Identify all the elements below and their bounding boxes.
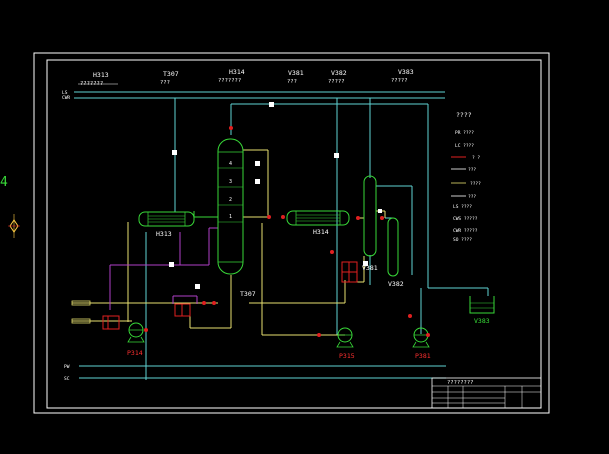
- inner-frame: [46, 59, 542, 409]
- instrument-tags: [169, 102, 382, 289]
- header-desc-v382: ?????: [328, 79, 345, 85]
- legend-item-2: ? ?: [472, 155, 480, 161]
- valve-markers: [144, 126, 430, 337]
- label-v383: V383: [474, 317, 490, 325]
- legend-item-5: ???: [468, 194, 476, 200]
- legend: ???? PR ???? LC ???? ? ? ??? ???? ??? LS…: [451, 111, 481, 243]
- header-desc-h314: ???????: [218, 78, 241, 84]
- t307-column: 4 3 2 1 T307: [217, 138, 256, 298]
- header-tag-t307: T307: [163, 70, 179, 78]
- header-tag-h314: H314: [229, 68, 245, 76]
- label-v381: V381: [362, 264, 378, 272]
- legend-item-7: CWS ?????: [453, 216, 478, 222]
- legend-item-6: LS ????: [453, 204, 472, 210]
- label-v382: V382: [388, 280, 404, 288]
- label-p315: P315: [339, 352, 355, 360]
- label-p314: P314: [127, 349, 143, 357]
- legend-item-8: CWR ?????: [453, 228, 478, 234]
- header-tag-v381: V381: [288, 69, 304, 77]
- left-margin-symbol: [8, 214, 20, 238]
- label-h314: H314: [313, 228, 329, 236]
- tray-2-label: 2: [229, 197, 232, 203]
- header-tag-v382: V382: [331, 69, 347, 77]
- header-desc-v381: ???: [287, 79, 297, 85]
- label-t307: T307: [240, 290, 256, 298]
- legend-item-1: LC ????: [455, 143, 474, 149]
- header-desc-t307: ???: [160, 80, 170, 86]
- header-line-cwr: CWR: [62, 95, 70, 101]
- legend-title: ????: [456, 111, 472, 119]
- cyan-pipes: [79, 98, 489, 380]
- header-tag-h313: H313: [93, 71, 109, 79]
- left-margin-mark: 4: [0, 175, 8, 190]
- header-columns: H313 ??????? T307 ??? H314 ??????? V381 …: [80, 68, 414, 87]
- label-p381: P381: [415, 352, 431, 360]
- legend-item-0: PR ????: [455, 130, 474, 136]
- header-desc-v383: ?????: [391, 78, 408, 84]
- label-h313: H313: [156, 230, 172, 238]
- legend-item-9: SO ????: [453, 237, 472, 243]
- outer-frame: [33, 52, 550, 414]
- title-block: ????????: [431, 377, 542, 409]
- magenta-pipes: [109, 227, 357, 310]
- bottom-line-sc: SC: [64, 376, 70, 382]
- v382-vessel: V382: [387, 217, 404, 288]
- bottom-line-pw: PW: [64, 364, 70, 370]
- v381-vessel: V381: [362, 175, 378, 272]
- pump-p381: P381: [412, 327, 431, 360]
- tray-4-label: 4: [229, 161, 232, 167]
- pump-p315: P315: [336, 327, 355, 360]
- legend-item-4: ????: [470, 181, 481, 187]
- yellow-pipes: [72, 149, 386, 336]
- title-block-title: ????????: [447, 380, 474, 386]
- h313-exchanger: H313: [138, 211, 195, 238]
- green-pipes: [193, 211, 218, 218]
- h314-exchanger: H314: [286, 210, 350, 236]
- tray-3-label: 3: [229, 179, 232, 185]
- control-valves: [102, 261, 358, 330]
- legend-item-3: ???: [468, 167, 476, 173]
- pump-p314: P314: [127, 322, 145, 357]
- tray-1-label: 1: [229, 214, 232, 220]
- header-tag-v383: V383: [398, 68, 414, 76]
- header-line-ls: LS: [62, 90, 68, 96]
- feed-stubs: [71, 300, 91, 324]
- v383-tank: V383: [469, 296, 495, 325]
